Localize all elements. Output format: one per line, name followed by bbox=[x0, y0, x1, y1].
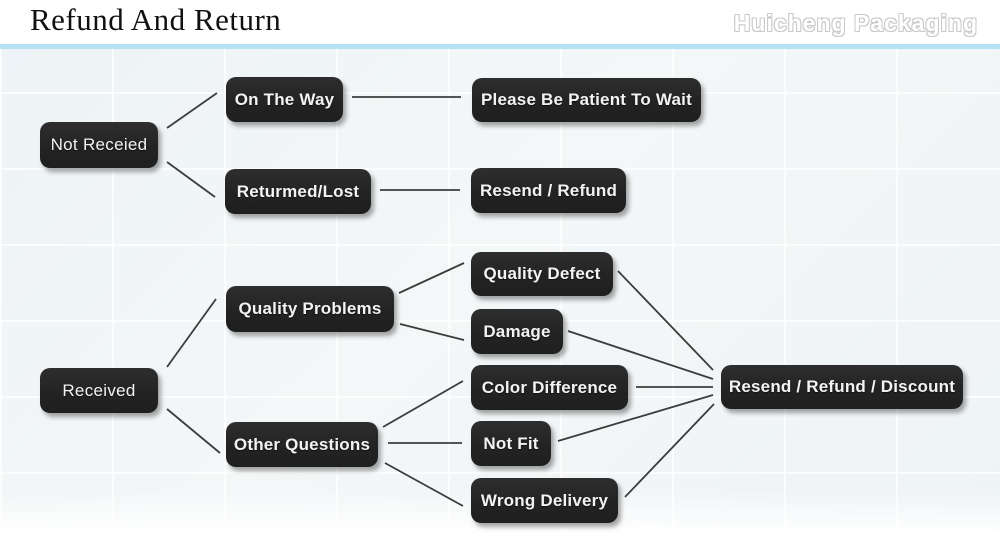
edge-received-to-other-questions bbox=[166, 408, 221, 454]
diagram-canvas bbox=[0, 49, 1000, 550]
node-color-difference: Color Difference bbox=[471, 365, 628, 410]
edge-wrong-delivery-to-resend-refund-discount bbox=[624, 403, 715, 498]
header: Refund And Return Huicheng Packaging bbox=[0, 0, 1000, 44]
node-not-received: Not Receied bbox=[40, 122, 158, 168]
node-wrong-delivery: Wrong Delivery bbox=[471, 478, 618, 523]
page-title: Refund And Return bbox=[30, 2, 282, 37]
header-accent-line bbox=[0, 44, 1000, 49]
node-on-the-way: On The Way bbox=[226, 77, 343, 122]
edge-other-questions-to-wrong-delivery bbox=[384, 462, 464, 507]
node-damage: Damage bbox=[471, 309, 563, 354]
edge-received-to-quality-problems bbox=[166, 298, 217, 368]
node-resend-refund-discount: Resend / Refund / Discount bbox=[721, 365, 963, 409]
edge-not-fit-to-resend-refund-discount bbox=[557, 394, 714, 442]
node-quality-defect: Quality Defect bbox=[471, 252, 613, 296]
edge-not-received-to-on-the-way bbox=[166, 92, 218, 129]
node-quality-problems: Quality Problems bbox=[226, 286, 394, 332]
edge-not-received-to-returned-lost bbox=[166, 161, 216, 198]
node-please-wait: Please Be Patient To Wait bbox=[472, 78, 701, 122]
edge-quality-problems-to-damage bbox=[399, 323, 465, 341]
node-returned-lost: Returmed/Lost bbox=[225, 169, 371, 214]
node-other-questions: Other Questions bbox=[226, 422, 378, 467]
edge-damage-to-resend-refund-discount bbox=[567, 330, 714, 380]
edge-quality-problems-to-quality-defect bbox=[398, 262, 465, 294]
node-resend-refund: Resend / Refund bbox=[471, 168, 626, 213]
brand-watermark: Huicheng Packaging bbox=[733, 10, 978, 36]
edge-other-questions-to-color-difference bbox=[382, 380, 464, 428]
node-not-fit: Not Fit bbox=[471, 421, 551, 466]
edge-quality-defect-to-resend-refund-discount bbox=[617, 270, 714, 371]
node-received: Received bbox=[40, 368, 158, 413]
